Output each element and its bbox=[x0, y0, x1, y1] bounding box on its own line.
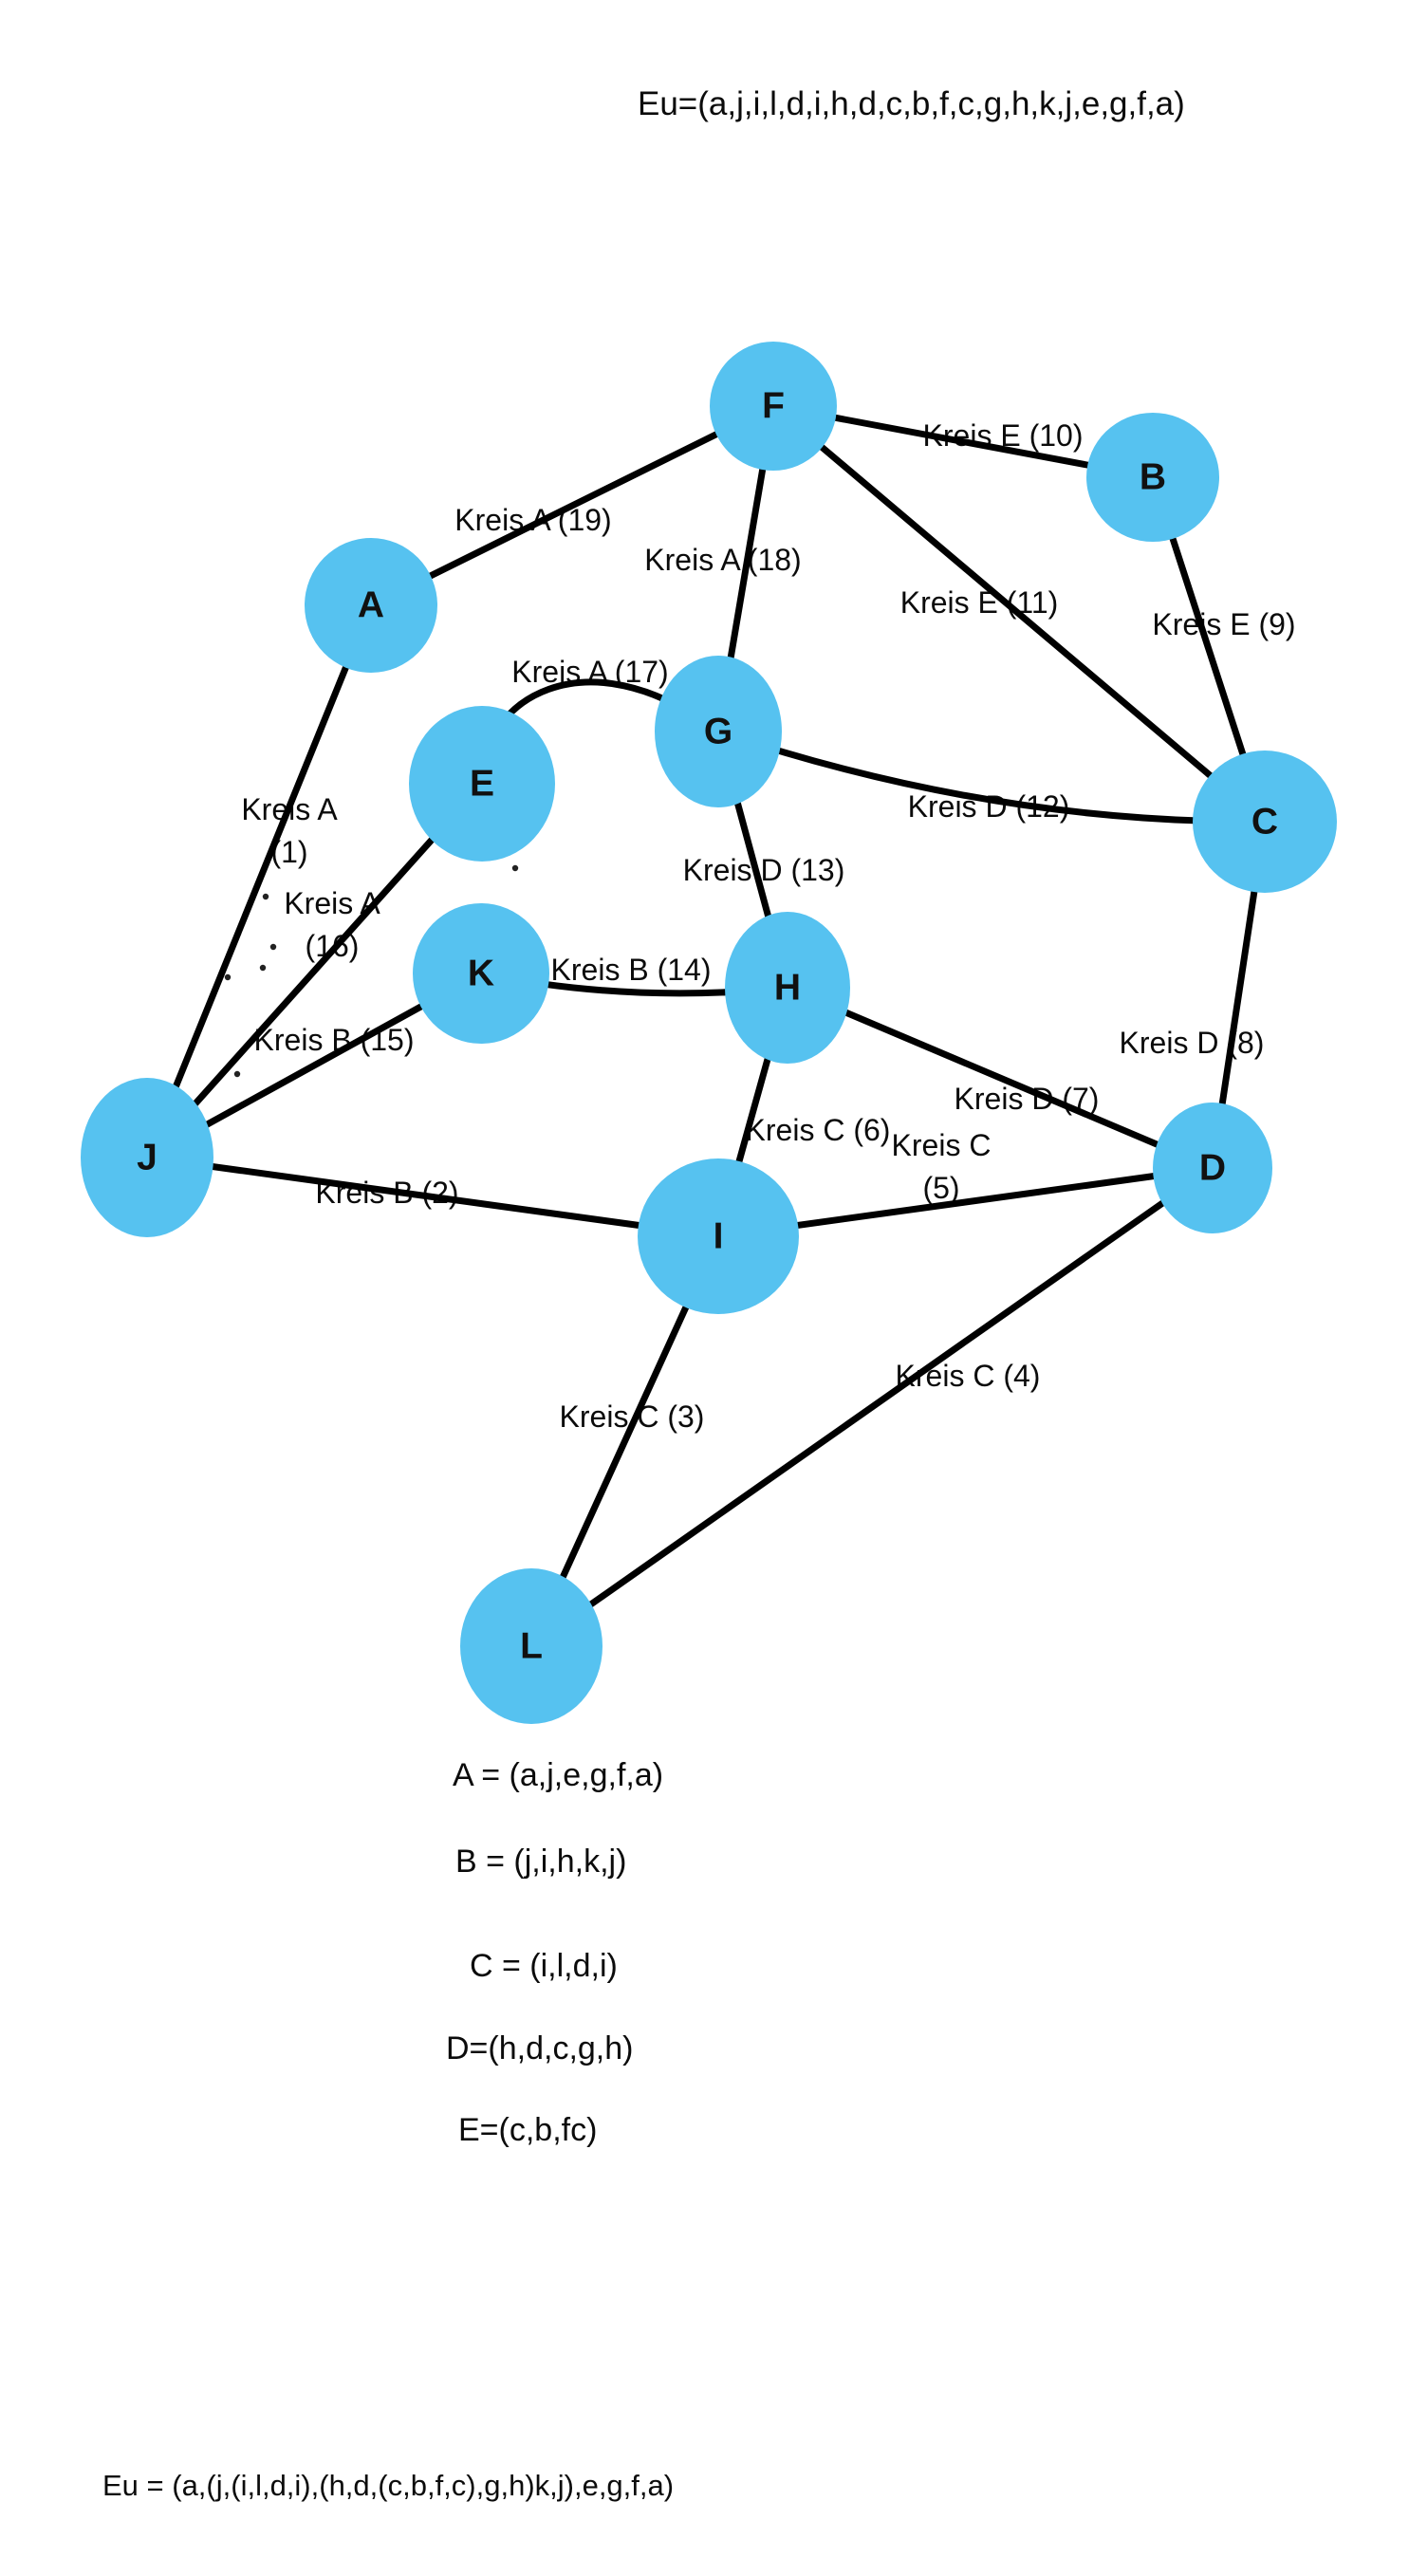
graph-node-label-E: E bbox=[470, 764, 494, 805]
graph-node-label-F: F bbox=[762, 386, 785, 427]
graph-node-label-L: L bbox=[520, 1626, 543, 1667]
ink-dot-2 bbox=[269, 943, 277, 951]
graph-node-label-K: K bbox=[468, 954, 494, 994]
graph-node-A bbox=[305, 538, 437, 673]
graph-node-K bbox=[413, 903, 549, 1044]
graph-node-label-D: D bbox=[1199, 1148, 1226, 1189]
edge-I-D bbox=[714, 1164, 1216, 1240]
edge-label-K-H: Kreis B (14) bbox=[551, 953, 712, 987]
edge-label-C-D: Kreis D (8) bbox=[1120, 1026, 1265, 1060]
edge-F-C bbox=[769, 402, 1269, 825]
cycle-definition-B: B = (j,i,h,k,j) bbox=[455, 1844, 627, 1880]
graph-node-B bbox=[1086, 413, 1219, 542]
edge-H-D bbox=[784, 984, 1216, 1172]
cycle-definition-A: A = (a,j,e,g,f,a) bbox=[453, 1757, 664, 1793]
graph-node-I bbox=[638, 1158, 799, 1314]
edge-label-A-F: Kreis A (19) bbox=[454, 503, 611, 537]
cycle-definition-E: E=(c,b,fc) bbox=[458, 2112, 598, 2148]
edge-A-F bbox=[367, 402, 777, 609]
graph-node-C bbox=[1193, 751, 1337, 893]
edge-J-A bbox=[143, 602, 375, 1161]
graph-node-D bbox=[1153, 1103, 1272, 1233]
ink-dot-5 bbox=[233, 1070, 241, 1078]
euler-tour-formula-top: Eu=(a,j,i,l,d,i,h,d,c,b,f,c,g,h,k,j,e,g,… bbox=[638, 85, 1185, 122]
graph-node-J bbox=[81, 1078, 213, 1237]
edge-label-I-D-line1: Kreis C bbox=[892, 1128, 992, 1162]
edge-G-C bbox=[714, 728, 1269, 825]
edge-label-F-C: Kreis E (11) bbox=[900, 585, 1059, 620]
graph-node-G bbox=[655, 656, 782, 807]
ink-dot-4 bbox=[224, 973, 232, 981]
graph-node-label-I: I bbox=[714, 1216, 724, 1257]
cycle-definition-C: C = (i,l,d,i) bbox=[470, 1948, 618, 1984]
graph-node-F bbox=[710, 342, 837, 471]
euler-tour-formula-bottom: Eu = (a,(j,(i,l,d,i),(h,d,(c,b,f,c),g,h)… bbox=[102, 2469, 675, 2502]
graph-node-label-J: J bbox=[137, 1138, 158, 1178]
edge-J-I bbox=[143, 1154, 722, 1240]
edge-label-B-C: Kreis E (9) bbox=[1152, 607, 1295, 641]
edge-label-G-H: Kreis D (13) bbox=[683, 853, 845, 887]
edge-label-F-G: Kreis A (18) bbox=[644, 543, 801, 577]
edge-J-E bbox=[143, 780, 486, 1161]
cycle-definition-D: D=(h,d,c,g,h) bbox=[446, 2030, 634, 2066]
ink-dot-6 bbox=[511, 864, 519, 872]
edge-label-H-I: Kreis C (6) bbox=[746, 1113, 891, 1147]
graph-node-label-G: G bbox=[704, 712, 732, 752]
graph-node-label-B: B bbox=[1140, 457, 1166, 498]
graph-node-label-A: A bbox=[358, 585, 384, 626]
graph-node-label-H: H bbox=[774, 968, 801, 1009]
graph-node-label-C: C bbox=[1251, 802, 1278, 843]
ink-dot-3 bbox=[259, 964, 267, 972]
edge-L-D bbox=[528, 1164, 1216, 1650]
edge-label-I-D-line2: (5) bbox=[922, 1171, 959, 1205]
ink-dot-1 bbox=[262, 893, 269, 900]
graph-node-L bbox=[460, 1568, 603, 1724]
graph-node-H bbox=[725, 912, 850, 1064]
graph-node-E bbox=[409, 706, 555, 862]
